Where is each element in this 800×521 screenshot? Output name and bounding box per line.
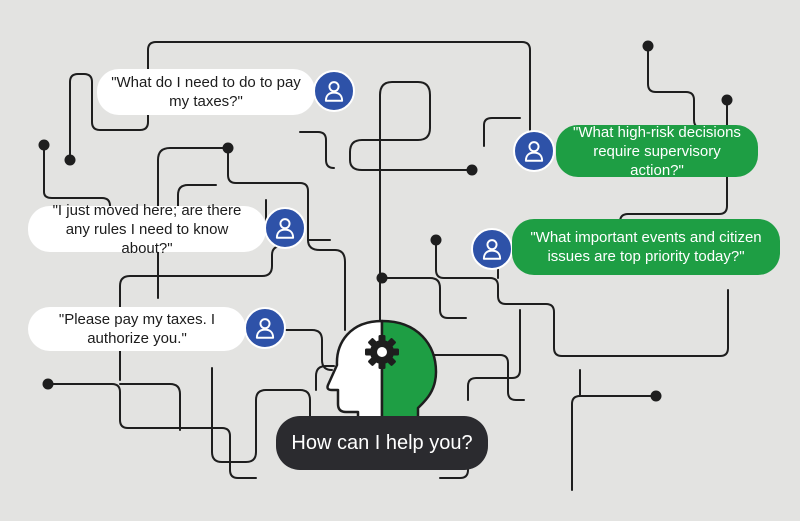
question-bubble-new-resident: "I just moved here; are there any rules … <box>28 202 266 257</box>
question-bubble-authorize: "Please pay my taxes. I authorize you." <box>28 307 246 351</box>
gear-icon <box>365 335 399 369</box>
user-icon <box>524 141 544 162</box>
user-avatar-high-risk <box>513 130 555 172</box>
head-silhouette-icon <box>326 319 438 422</box>
user-avatar-pay-taxes <box>313 70 355 112</box>
user-avatar-authorize <box>244 307 286 349</box>
user-avatar-new-resident <box>264 207 306 249</box>
user-icon <box>482 239 502 260</box>
user-icon <box>255 318 275 339</box>
user-avatar-priority <box>471 228 513 270</box>
help-prompt: How can I help you? <box>276 416 488 470</box>
user-icon <box>275 218 295 239</box>
question-bubble-pay-taxes: "What do I need to do to pay my taxes?" <box>97 69 315 115</box>
user-icon <box>324 81 344 102</box>
question-bubble-high-risk: "What high-risk decisions require superv… <box>556 124 758 179</box>
question-bubble-priority: "What important events and citizen issue… <box>512 219 780 275</box>
